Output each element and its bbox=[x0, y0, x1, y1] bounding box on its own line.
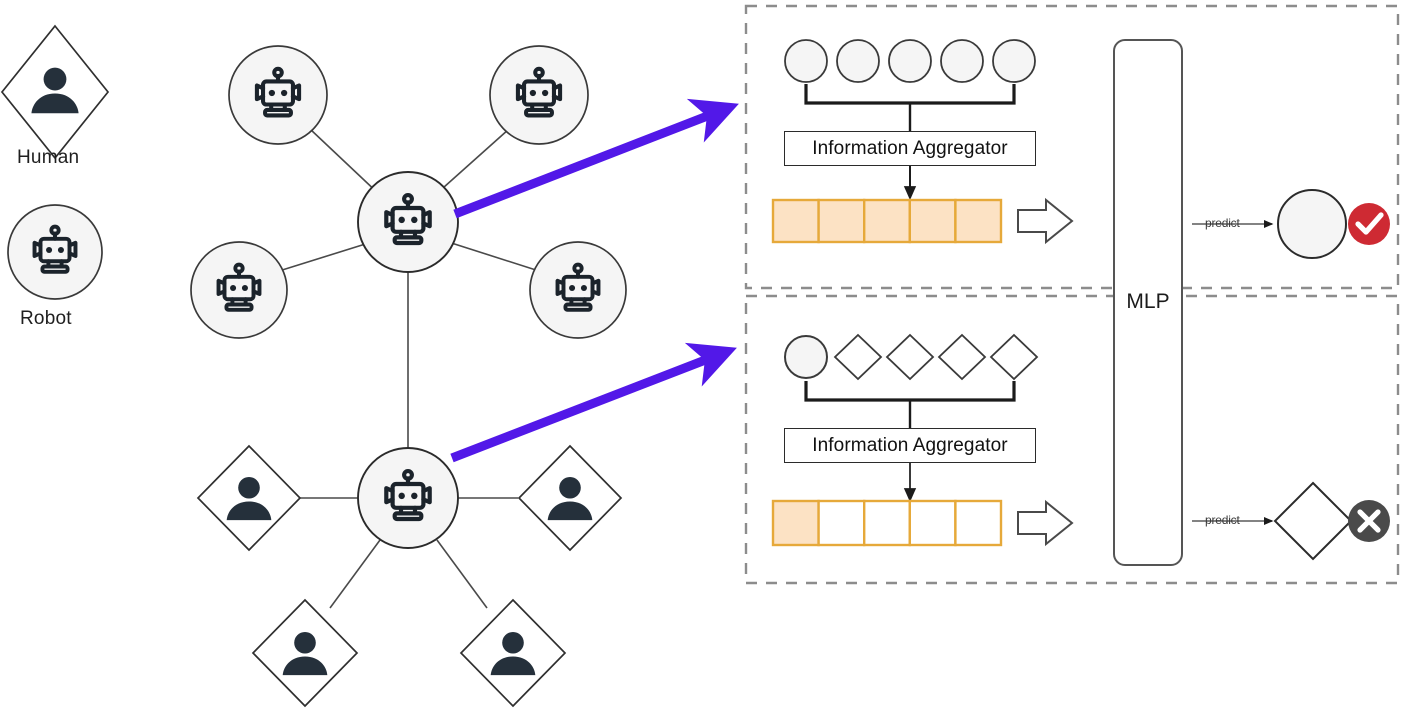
legend-robot-shape bbox=[7, 204, 103, 300]
input-node-diamond[interactable] bbox=[937, 333, 987, 381]
zoom-arrow-bottom bbox=[450, 342, 737, 463]
vector-cell[interactable] bbox=[771, 198, 820, 244]
bottom-panel-block-arrow bbox=[1017, 499, 1074, 547]
vector-cell[interactable] bbox=[908, 499, 957, 547]
input-node-circle[interactable] bbox=[836, 39, 880, 83]
legend-label-human: Human bbox=[17, 147, 80, 168]
input-node-circle[interactable] bbox=[992, 39, 1036, 83]
vector-cell[interactable] bbox=[863, 499, 912, 547]
top-panel-boundary bbox=[744, 4, 1400, 290]
vector-cell[interactable] bbox=[908, 198, 957, 244]
bottom-panel-input-nodes bbox=[784, 333, 1039, 381]
human-node-bottom-left[interactable] bbox=[251, 598, 359, 708]
top-panel-feature-vector bbox=[771, 198, 1003, 244]
mlp-block[interactable] bbox=[1113, 39, 1183, 566]
vector-cell[interactable] bbox=[954, 198, 1003, 244]
input-node-circle[interactable] bbox=[784, 39, 828, 83]
human-cluster-edges bbox=[299, 497, 518, 609]
vector-cell[interactable] bbox=[771, 499, 820, 547]
robot-node-top-left[interactable] bbox=[228, 45, 328, 145]
top-panel-collect-bracket bbox=[804, 84, 1016, 105]
top-panel-predict-label: predict bbox=[1205, 216, 1240, 230]
input-node-circle[interactable] bbox=[784, 335, 828, 379]
human-cluster-center-node[interactable] bbox=[357, 447, 459, 549]
check-icon bbox=[1348, 203, 1390, 245]
bottom-panel-boundary bbox=[744, 294, 1400, 585]
robot-cluster-center-node[interactable] bbox=[357, 171, 459, 273]
input-node-circle[interactable] bbox=[940, 39, 984, 83]
input-node-diamond[interactable] bbox=[885, 333, 935, 381]
vector-cell[interactable] bbox=[817, 198, 866, 244]
robot-cluster-edges bbox=[278, 128, 540, 455]
cross-icon bbox=[1348, 500, 1390, 542]
bottom-panel-collect-bracket bbox=[804, 381, 1016, 402]
mlp-label: MLP bbox=[1126, 290, 1170, 313]
input-node-diamond[interactable] bbox=[833, 333, 883, 381]
bottom-panel-feature-vector bbox=[771, 499, 1003, 547]
robot-node-top-right[interactable] bbox=[489, 45, 589, 145]
vector-cell[interactable] bbox=[954, 499, 1003, 547]
bottom-panel-output-node[interactable] bbox=[1273, 481, 1353, 561]
vector-cell[interactable] bbox=[863, 198, 912, 244]
human-node-left[interactable] bbox=[196, 444, 302, 552]
legend-human-shape bbox=[0, 24, 110, 160]
bottom-panel-predict-label: predict bbox=[1205, 513, 1240, 527]
legend-label-robot: Robot bbox=[20, 308, 72, 329]
top-panel-information-aggregator[interactable]: Information Aggregator bbox=[784, 131, 1036, 166]
zoom-arrow-top bbox=[453, 98, 739, 219]
input-node-circle[interactable] bbox=[888, 39, 932, 83]
top-panel-output-node[interactable] bbox=[1277, 189, 1347, 259]
robot-node-mid-left[interactable] bbox=[190, 241, 288, 339]
robot-node-mid-right[interactable] bbox=[529, 241, 627, 339]
top-panel-input-nodes bbox=[784, 39, 1036, 83]
top-panel-block-arrow bbox=[1017, 197, 1074, 245]
input-node-diamond[interactable] bbox=[989, 333, 1039, 381]
human-node-right[interactable] bbox=[517, 444, 623, 552]
human-node-bottom-right[interactable] bbox=[459, 598, 567, 708]
vector-cell[interactable] bbox=[817, 499, 866, 547]
bottom-panel-information-aggregator[interactable]: Information Aggregator bbox=[784, 428, 1036, 463]
